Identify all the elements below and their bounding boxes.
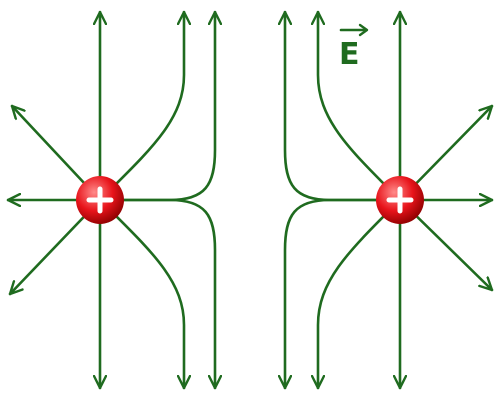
vector-arrowhead-icon <box>358 23 369 37</box>
field-label-text: E <box>339 37 360 72</box>
field-line-right-inner-lower <box>285 198 402 390</box>
right-positive-charge <box>376 176 424 224</box>
field-line-right-lower-curve <box>318 198 402 390</box>
field-line-right-upper-curve <box>318 10 402 202</box>
field-line-left-upper-curve <box>98 10 184 202</box>
field-line-left-inner-upper <box>98 10 215 202</box>
field-line-left-inner-lower <box>98 198 215 390</box>
field-line-left-lower-curve <box>98 198 184 390</box>
left-positive-charge <box>76 176 124 224</box>
electric-field-label: E <box>339 23 369 72</box>
